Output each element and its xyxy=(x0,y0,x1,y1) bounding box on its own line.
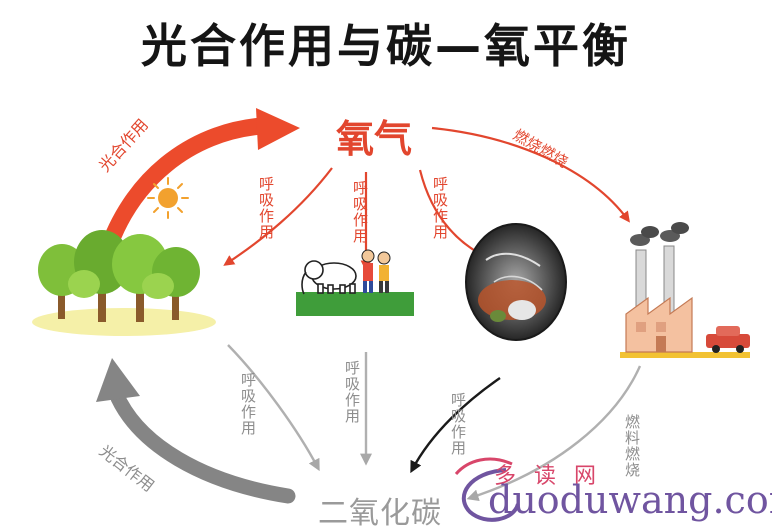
trees-to-co2-arrow xyxy=(227,344,320,472)
respiration-decomposer-top-label: 呼吸作用 xyxy=(431,176,449,240)
oxygen-node-label: 氧气 xyxy=(336,117,413,161)
photosynthesis-arrow-bottom xyxy=(96,358,296,504)
sun-icon xyxy=(147,177,189,219)
respiration-tree-top-label: 呼吸作用 xyxy=(257,176,275,240)
factory-icon xyxy=(620,222,750,358)
people-icon xyxy=(361,249,391,293)
watermark-logo-icon xyxy=(454,457,520,522)
respiration-animal-top-label: 呼吸作用 xyxy=(351,180,369,244)
watermark-url: duoduwang.com xyxy=(488,478,772,522)
elephant-icon xyxy=(301,260,357,295)
decomposers-to-co2-arrow xyxy=(410,377,501,474)
respiration-decomposer-bottom-label: 呼吸作用 xyxy=(449,392,467,456)
respiration-tree-bottom-label: 呼吸作用 xyxy=(239,372,257,436)
grass-ground xyxy=(296,292,414,316)
car-icon xyxy=(706,326,750,353)
burning-bottom-label: 燃料燃烧 xyxy=(623,414,641,478)
page-title: 光合作用与碳—氧平衡 xyxy=(141,19,631,73)
watermark-chars: 多读网 xyxy=(494,464,615,489)
factory-to-co2-arrow xyxy=(466,365,642,502)
trees-icon xyxy=(32,230,216,336)
photosynthesis-arrow-top xyxy=(97,108,300,264)
respiration-animal-bottom-label: 呼吸作用 xyxy=(343,360,361,424)
oxygen-to-trees-arrow xyxy=(223,167,333,266)
carbon-dioxide-node-label: 二氧化碳 xyxy=(318,496,442,531)
oxygen-to-factory-arrow xyxy=(431,126,630,223)
decomposers-icon xyxy=(465,223,567,341)
